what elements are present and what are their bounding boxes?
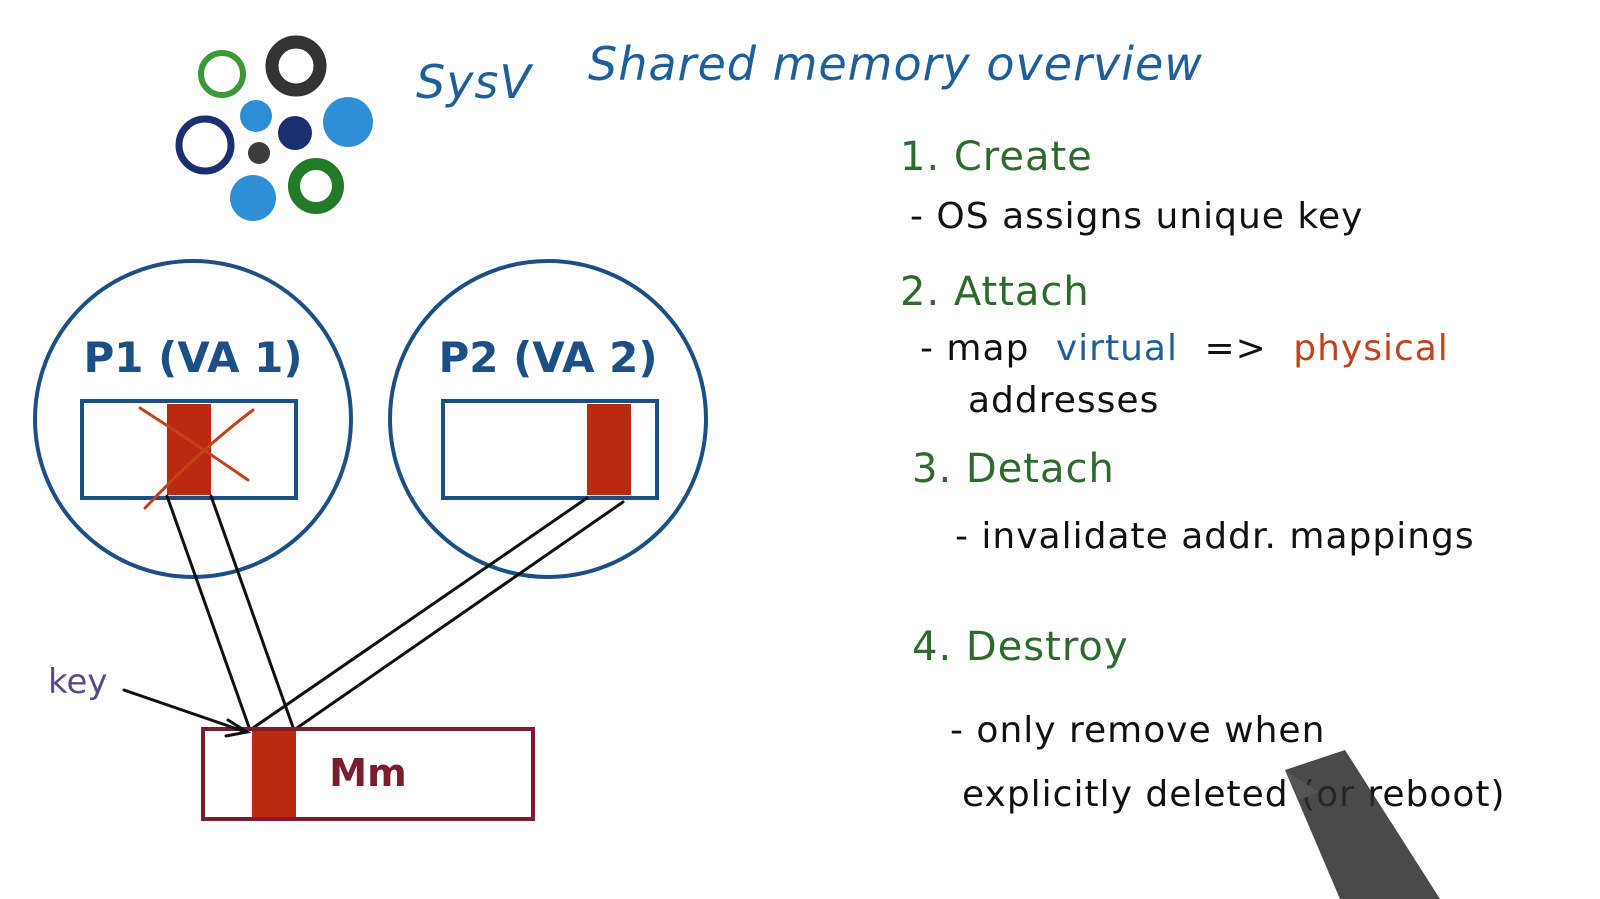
process2-label: P2 (VA 2): [438, 333, 657, 382]
pen-icon: [1285, 750, 1440, 899]
key-arrow-icon: [122, 688, 252, 738]
step-3-heading: 3. Detach: [912, 446, 1115, 492]
step-2-line-2: addresses: [968, 380, 1159, 421]
memory-label: Mm: [329, 751, 406, 795]
step-4-line-2: explicitly deleted (or reboot): [962, 774, 1506, 815]
key-label: key: [48, 662, 108, 702]
process2-address-space: [388, 259, 708, 579]
mapping-lines: [165, 494, 625, 732]
physical-shared-segment: [252, 731, 296, 817]
steps-list: 1. Create - OS assigns unique key 2. Att…: [900, 134, 1506, 815]
title-prefix: SysV: [416, 55, 534, 109]
step-4-heading: 4. Destroy: [912, 624, 1129, 670]
step-2-line: - map virtual => physical: [920, 328, 1449, 369]
circles-logo-icon: [175, 35, 373, 221]
step-3-line: - invalidate addr. mappings: [955, 516, 1475, 557]
step-2-map-word: - map: [920, 328, 1029, 369]
process1-label: P1 (VA 1): [83, 333, 302, 382]
step-2-physical-word: physical: [1293, 328, 1449, 369]
process1-address-space: [33, 259, 353, 579]
process2-shared-segment: [587, 404, 631, 495]
step-2-virtual-word: virtual: [1056, 328, 1178, 369]
step-2-heading: 2. Attach: [900, 269, 1090, 315]
step-4-line-1: - only remove when: [950, 710, 1325, 751]
page-title: Shared memory overview: [588, 37, 1203, 91]
step-1-heading: 1. Create: [900, 134, 1093, 180]
step-1-line: - OS assigns unique key: [910, 196, 1363, 237]
step-2-arrow-word: =>: [1204, 328, 1266, 369]
detach-cross-mark: [138, 406, 255, 510]
